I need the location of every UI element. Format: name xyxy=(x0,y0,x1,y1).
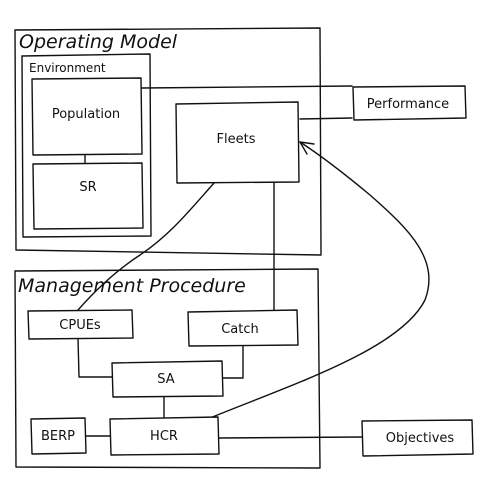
environment-title: Environment xyxy=(29,61,106,75)
arrowhead-fleets xyxy=(299,141,315,155)
node-population: Population xyxy=(31,77,143,156)
operating-model-frame xyxy=(14,27,322,256)
node-cpues: CPUEs xyxy=(27,309,134,340)
management-procedure-group: Management Procedure xyxy=(14,268,321,469)
connector-hcr-objectives xyxy=(217,436,363,439)
node-berp: BERP xyxy=(30,417,87,455)
node-sr: SR xyxy=(32,162,144,230)
environment-group: Environment xyxy=(21,53,152,238)
population-label: Population xyxy=(52,107,120,122)
operating-model-group: Operating Model xyxy=(14,27,322,256)
connector-cpues-sa xyxy=(77,337,113,378)
environment-frame xyxy=(21,53,152,238)
connector-fleets-cpues xyxy=(77,182,215,311)
node-hcr: HCR xyxy=(109,416,220,456)
hcr-label: HCR xyxy=(150,429,178,444)
sa-label: SA xyxy=(157,372,174,387)
connector-population-performance xyxy=(141,85,353,89)
connector-fleets-performance xyxy=(299,117,353,120)
node-sa: SA xyxy=(111,360,224,398)
management-procedure-frame xyxy=(14,268,321,469)
catch-label: Catch xyxy=(221,322,259,337)
connector-hcr-fleets-feedback xyxy=(204,141,430,421)
berp-label: BERP xyxy=(41,429,75,444)
performance-label: Performance xyxy=(367,97,449,112)
cpues-label: CPUEs xyxy=(59,318,101,333)
node-objectives: Objectives xyxy=(361,419,474,457)
node-fleets: Fleets xyxy=(175,101,300,184)
node-catch: Catch xyxy=(187,309,299,347)
management-procedure-title: Management Procedure xyxy=(18,275,246,297)
node-performance: Performance xyxy=(352,85,467,121)
fleets-label: Fleets xyxy=(217,132,256,147)
connector-catch-sa xyxy=(221,345,244,379)
sr-label: SR xyxy=(79,180,96,195)
objectives-label: Objectives xyxy=(386,431,455,446)
operating-model-title: Operating Model xyxy=(19,31,178,53)
connectors xyxy=(77,85,430,439)
